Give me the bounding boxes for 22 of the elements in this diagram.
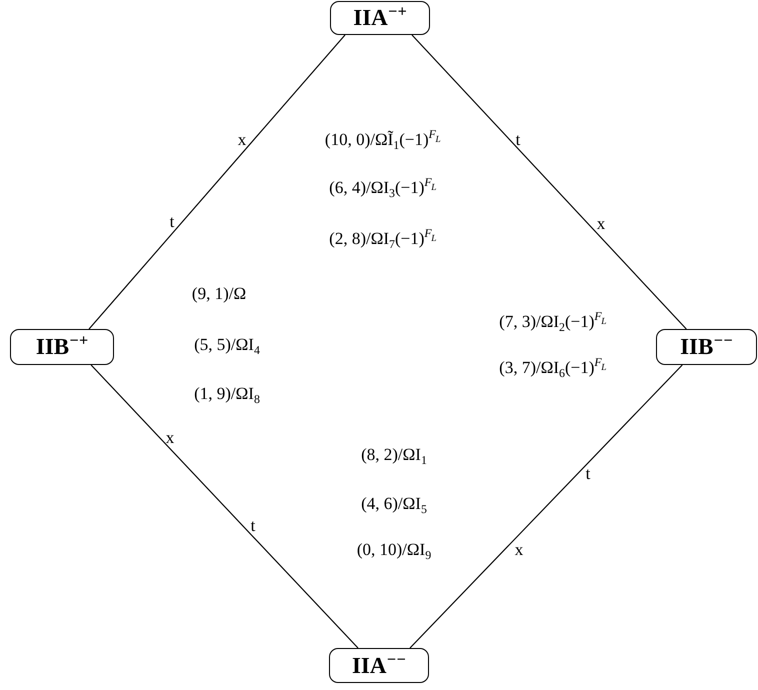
edge-mark: t [250,516,256,536]
sector-label: (9, 1)/Ω [192,284,246,304]
edge-mark: x [238,130,246,150]
connector-line [90,364,358,648]
state-box: IIB$^{−−}$ [656,329,757,365]
connector-line [88,34,346,330]
sector-label: (5, 5)/ΩI$_{4}$ [194,334,260,356]
edge-mark: t [586,464,590,484]
edge-mark: x [596,214,606,234]
edge-mark: x [514,540,524,560]
sector-label: (4, 6)/ΩI$_{5}$ [361,494,427,514]
state-box: IIB$^{−+}$ [10,329,114,365]
sector-label: (8, 2)/ΩI$_{1}$ [361,444,427,466]
edge-mark: t [516,130,520,150]
connector-line [412,34,687,330]
connector-line [410,364,683,648]
state-box: IIA$^{−−}$ [329,648,429,683]
sector-label: (1, 9)/ΩI$_{8}$ [194,384,260,404]
sector-label: (0, 10)/ΩI$_{9}$ [356,540,432,560]
state-box: IIA$^{−+}$ [330,1,430,35]
edge-mark: t [170,212,174,232]
edge-mark: x [166,428,174,448]
